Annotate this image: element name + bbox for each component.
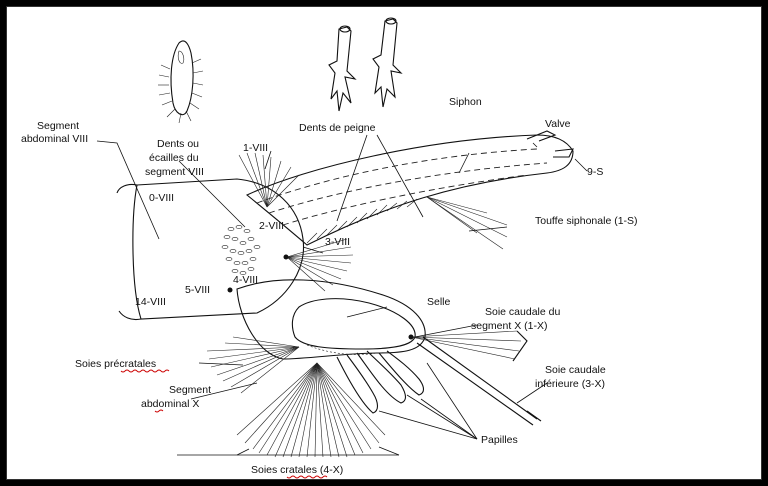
seta-1-x-base [409,335,414,340]
label-4-viii: 4-VIII [233,274,258,286]
label-dents-line2: écailles du [149,152,199,164]
anal-papillae [337,351,424,413]
spellcheck-underline [287,476,327,478]
scale-patch [222,225,260,274]
siphon [247,131,573,249]
caudal-seta-1-x [411,331,521,359]
seta-1-x-tip [513,331,527,361]
scale-illustration [158,41,203,123]
label-soie-inferieure-line1: Soie caudale [545,364,606,376]
label-soies-precratales: Soies précratales [75,358,156,370]
spellcheck-underline [155,410,163,412]
label-dents-line3: segment VIII [145,166,204,178]
segment-x [237,280,425,359]
label-segment-x-line2: abdominal X [141,398,199,410]
label-2-viii: 2-VIII [259,220,284,232]
siphonal-tuft [427,197,507,249]
label-soie-caudale-line2: segment X (1-X) [471,320,547,332]
label-segment-viii-line1: Segment [37,120,79,132]
label-segment-viii-line2: abdominal VIII [21,133,88,145]
label-selle: Selle [427,296,451,308]
label-14-viii: 14-VIII [135,296,166,308]
label-soie-inferieure-line2: inférieure (3-X) [535,378,605,390]
label-soies-cratales: Soies cratales (4-X) [251,464,343,476]
comb-teeth-illustration [329,18,401,111]
caudal-seta-3-x [417,337,541,425]
figure-frame: Segment abdominal VIII Dents ou écailles… [6,6,762,480]
label-dents-de-peigne: Dents de peigne [299,122,376,134]
seta-3-viii-base [284,255,289,260]
label-9-s: 9-S [587,166,603,178]
label-segment-x-line1: Segment [169,384,211,396]
label-5-viii: 5-VIII [185,284,210,296]
seta-5-viii-base [228,288,233,293]
label-3-viii: 3-VIII [325,236,350,248]
label-valve: Valve [545,118,571,130]
label-dents-line1: Dents ou [157,138,199,150]
label-siphon: Siphon [449,96,482,108]
larva-diagram: Segment abdominal VIII Dents ou écailles… [7,7,762,480]
spellcheck-underline [121,370,169,372]
label-soie-caudale-line1: Soie caudale du [485,306,560,318]
label-papilles: Papilles [481,434,518,446]
label-0-viii: 0-VIII [149,192,174,204]
precratal-setae [207,337,299,393]
label-1-viii: 1-VIII [243,142,268,154]
label-touffe-siphonale: Touffe siphonale (1-S) [535,215,638,227]
